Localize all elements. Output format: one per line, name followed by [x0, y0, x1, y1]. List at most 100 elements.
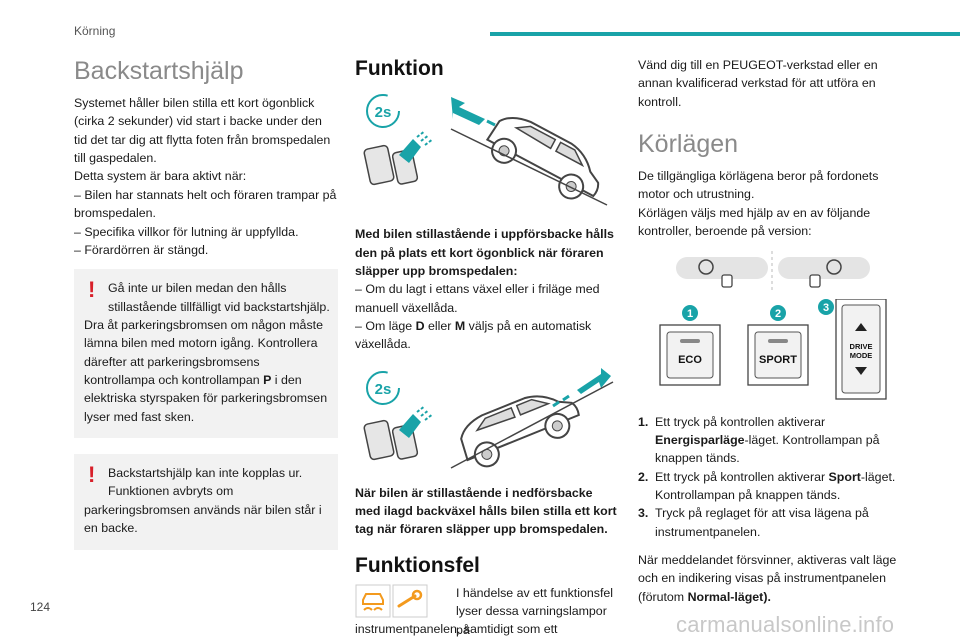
- timer-2s-icon: 2s: [366, 370, 400, 405]
- list-item: 2. Ett tryck på kontrollen aktiverar Spo…: [638, 468, 898, 505]
- warning-exclamation-icon: !: [88, 277, 96, 303]
- svg-text:1: 1: [687, 308, 693, 320]
- svg-text:SPORT: SPORT: [759, 354, 797, 366]
- slope-line: [450, 381, 614, 469]
- car-uphill-icon: [485, 117, 600, 200]
- list-text-b: Sport: [828, 469, 861, 484]
- gear-m: M: [454, 318, 466, 333]
- dash-shape-right: [778, 256, 870, 279]
- gear-selector-icon: [809, 273, 821, 288]
- list-item: 3. Tryck på reglaget för att visa lägena…: [638, 504, 898, 541]
- modes-intro-1: De tillgängliga körlägena beror på fordo…: [638, 169, 879, 202]
- section-title-backstartshjalp: Backstartshjälp: [74, 57, 244, 85]
- eco-button: ECO: [659, 323, 721, 386]
- workshop-text: Vänd dig till en PEUGEOT-verkstad eller …: [638, 58, 878, 109]
- warning-1-text-b: i den elektriska styrspaken för parkerin…: [84, 373, 328, 424]
- downhill-illustration: 2s: [363, 367, 614, 469]
- final-note-a: När meddelandet försvinner, aktiveras va…: [638, 553, 897, 604]
- arrow-up-right-icon: [552, 367, 611, 407]
- warning-2-text: parkeringsbromsen används när bilen står…: [84, 502, 322, 536]
- warning-box-2: ! Backstartshjälp kan inte kopplas ur. F…: [74, 454, 338, 550]
- header-accent-bar: [490, 32, 960, 36]
- downhill-bold-inner: När bilen är stillastående i nedförsback…: [355, 485, 617, 537]
- list-number: 1.: [638, 414, 649, 429]
- column-korlagen: Vänd dig till en PEUGEOT-verkstad eller …: [638, 56, 898, 606]
- list-text-a: Ett tryck på kontrollen aktiverar: [655, 414, 826, 429]
- list-text-a: Ett tryck på kontrollen aktiverar: [655, 469, 829, 484]
- c2-a: – Om läge: [355, 318, 416, 333]
- condition-2: – Specifika villkor för lutning är uppfy…: [74, 224, 299, 239]
- steering-wheel-icon: [698, 258, 714, 275]
- sport-button: SPORT: [747, 323, 809, 386]
- warning-1-text: Dra åt parkeringsbromsen om någon måste …: [84, 316, 330, 426]
- warning-lamp-p: P: [263, 373, 272, 388]
- section-title-funktion: Funktion: [355, 57, 444, 80]
- slope-line: [450, 128, 608, 206]
- fault-text-a: I händelse av ett funktionsfel lyser des…: [456, 585, 614, 637]
- list-text-c: -läget. Kontrollampan på knappen tänds.: [655, 469, 896, 502]
- pedals-icon: [363, 130, 434, 186]
- drive-mode-toggle: DRIVE MODE: [835, 298, 887, 400]
- c2-mid: eller: [424, 318, 455, 333]
- uphill-bold-inner: Med bilen stillastående i uppförsbacke h…: [355, 227, 614, 278]
- svg-text:2s: 2s: [375, 104, 392, 121]
- pedals-icon: [363, 404, 434, 460]
- final-note: När meddelandet försvinner, aktiveras va…: [638, 551, 898, 606]
- warning-box-1: ! Gå inte ur bilen medan den hålls still…: [74, 269, 338, 439]
- gear-d: D: [415, 318, 425, 333]
- warning-exclamation-icon: !: [88, 462, 96, 488]
- steering-variants-illustration: [676, 250, 870, 293]
- steering-wheel-icon: [826, 258, 842, 275]
- uphill-illustration: 2s: [363, 94, 608, 206]
- condition-1: – Bilen har stannats helt och föraren tr…: [74, 187, 337, 221]
- running-header: Körning: [74, 24, 116, 38]
- mode-instructions-list: 1. Ett tryck på kontrollen aktiverar Ene…: [638, 413, 898, 542]
- column-funktion: Funktion 2s Med bilen stillastående i up…: [355, 56, 620, 640]
- mode-controls-illustration: 1 2 3 ECO SPORT DRIVE MODE: [659, 298, 887, 400]
- callout-2: 2: [770, 304, 786, 321]
- fault-warning-lamps: [355, 584, 428, 618]
- svg-text:2s: 2s: [375, 381, 392, 398]
- arrow-up-left-icon: [451, 97, 504, 131]
- list-number: 3.: [638, 506, 649, 521]
- warning-1-lead: Gå inte ur bilen medan den hålls stillas…: [108, 281, 330, 314]
- page-number: 124: [30, 600, 51, 614]
- condition-3: – Förardörren är stängd.: [74, 242, 209, 257]
- list-text-c: -läget. Kontrollampan på knappen tänds.: [655, 432, 880, 466]
- fault-block: I händelse av ett funktionsfel lyser des…: [355, 584, 620, 640]
- svg-text:2: 2: [775, 308, 781, 320]
- modes-intro-2: Körlägen väljs med hjälp av en av följan…: [638, 205, 871, 239]
- uphill-condition-1: – Om du lagt i ettans växel eller i fril…: [355, 282, 600, 315]
- list-text: Ett tryck på kontrollen aktiverar Sport-…: [655, 468, 898, 505]
- column-backstartshjalp: Backstartshjälp Systemet håller bilen st…: [74, 56, 338, 550]
- section-title-korlagen: Körlägen: [638, 130, 739, 159]
- uphill-condition-2: – Om läge D eller M väljs på en automati…: [355, 317, 620, 354]
- active-when-text: Detta system är bara aktivt när:: [74, 169, 247, 184]
- callout-1: 1: [682, 304, 698, 321]
- warning-2-lead: Backstartshjälp kan inte kopplas ur. Fun…: [108, 466, 303, 499]
- list-item: 1. Ett tryck på kontrollen aktiverar Ene…: [638, 413, 898, 468]
- warning-1-text-a: Dra åt parkeringsbromsen om någon måste …: [84, 317, 323, 388]
- svg-text:DRIVE: DRIVE: [850, 342, 873, 351]
- car-downhill-icon: [460, 395, 580, 468]
- uphill-bold-text: Med bilen stillastående i uppförsbacke h…: [355, 225, 620, 280]
- dash-shape-left: [676, 256, 768, 279]
- watermark: carmanualsonline.info: [676, 612, 895, 637]
- list-text: Tryck på reglaget för att visa lägena på…: [655, 506, 869, 539]
- final-note-b: Normal-läget).: [687, 589, 771, 604]
- gear-selector-icon: [721, 273, 733, 288]
- wrench-icon: [397, 589, 423, 608]
- list-text-b: Energisparläge: [655, 432, 745, 447]
- timer-2s-icon: 2s: [366, 94, 400, 129]
- svg-text:3: 3: [823, 302, 829, 314]
- svg-text:ECO: ECO: [678, 354, 702, 366]
- downhill-bold-text: När bilen är stillastående i nedförsback…: [355, 484, 620, 539]
- section-title-funktionsfel: Funktionsfel: [355, 553, 480, 577]
- intro-text: Systemet håller bilen stilla ett kort ög…: [74, 96, 331, 166]
- svg-text:MODE: MODE: [850, 351, 873, 360]
- callout-3: 3: [818, 298, 834, 315]
- list-text: Ett tryck på kontrollen aktiverar Energi…: [655, 413, 898, 468]
- c2-b: väljs på en automatisk växellåda.: [355, 318, 592, 352]
- list-number: 2.: [638, 469, 649, 484]
- car-skid-warning-icon: [362, 592, 384, 611]
